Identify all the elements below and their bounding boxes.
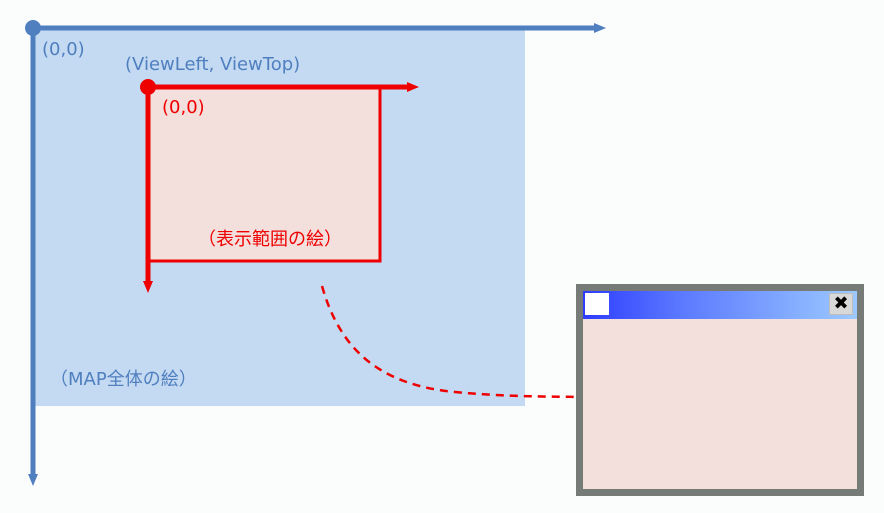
view-corner-label: (ViewLeft, ViewTop) — [125, 54, 301, 75]
close-icon[interactable]: ✖ — [829, 293, 853, 315]
map-origin-dot — [25, 20, 41, 36]
game-window: ✖ — [576, 284, 864, 496]
map-area-caption: （MAP全体の絵） — [50, 369, 197, 390]
map-origin-label: (0,0) — [42, 39, 85, 60]
window-client-area — [583, 319, 857, 489]
window-titlebar: ✖ — [583, 291, 857, 319]
view-area — [146, 85, 382, 263]
window-app-icon — [585, 293, 609, 315]
view-area-caption: （表示範囲の絵） — [198, 229, 342, 250]
view-origin-label: (0,0) — [162, 97, 205, 118]
view-origin-dot — [140, 79, 156, 95]
